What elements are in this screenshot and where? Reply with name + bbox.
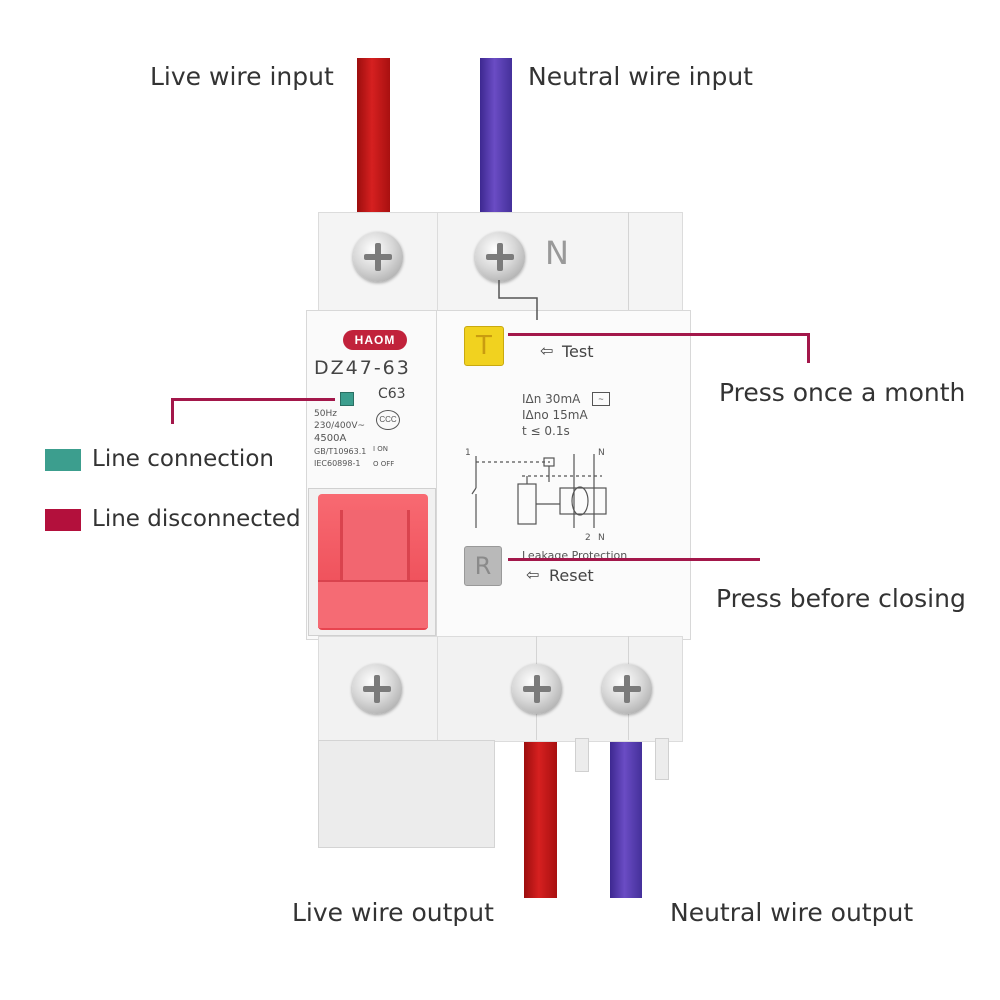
terminal-screw-bottom-mid [512, 664, 562, 714]
reset-arrow-icon: ⇦ [526, 565, 540, 584]
indicator-leader-horizontal [171, 398, 335, 401]
diagram-label-1: 1 [465, 448, 471, 458]
brand-logo: HAOM [343, 330, 407, 350]
status-indicator-window [340, 392, 354, 406]
wiring-diagram [471, 454, 607, 528]
model-number: DZ47-63 [314, 357, 411, 379]
terminal-screw-bottom-right [602, 664, 652, 714]
reset-button[interactable]: R [464, 546, 502, 586]
indicator-leader-vertical [171, 398, 174, 424]
toggle-lever-grip [318, 580, 428, 628]
line-disconnected-label: Line disconnected [92, 506, 301, 532]
test-arrow-icon: ⇦ [540, 341, 554, 360]
terminal-screw-top-left [353, 232, 403, 282]
press-once-a-month-label: Press once a month [719, 378, 966, 407]
test-button[interactable]: T [464, 326, 504, 366]
press-before-closing-label: Press before closing [716, 584, 966, 613]
terminal-screw-top-right [475, 232, 525, 282]
spec-voltage: 230/400V~ [314, 421, 366, 431]
rated-non-operating-current: IΔno 15mA [522, 408, 588, 422]
off-label: O OFF [373, 460, 395, 468]
neutral-wire-input-label: Neutral wire input [528, 62, 753, 91]
spec-standard-gb: GB/T10963.1 [314, 447, 367, 456]
diagram-label-n-top: N [598, 448, 605, 458]
live-wire-input-label: Live wire input [150, 62, 334, 91]
test-leader-vertical [807, 333, 810, 363]
live-wire-output-label: Live wire output [292, 898, 494, 927]
rail-tab [655, 738, 669, 780]
neutral-terminal-mark: N [545, 234, 569, 272]
reset-leader-horizontal [508, 558, 760, 561]
rail-tab [575, 738, 589, 772]
breaker-top-divider [628, 212, 629, 312]
trip-time: t ≤ 0.1s [522, 424, 570, 438]
neutral-wire-input [480, 58, 512, 218]
live-wire-input [357, 58, 390, 218]
neutral-jumper [498, 280, 538, 320]
neutral-wire-output-label: Neutral wire output [670, 898, 914, 927]
live-wire-output [524, 738, 557, 898]
terminal-screw-bottom-left [352, 664, 402, 714]
on-label: I ON [373, 445, 389, 453]
ac-type-icon: ~ [592, 392, 610, 406]
line-disconnected-swatch [45, 509, 81, 531]
rated-residual-current: IΔn 30mA [522, 392, 581, 406]
spec-breaking-capacity: 4500A [314, 433, 347, 444]
toggle-lever[interactable] [318, 494, 428, 630]
test-label: Test [562, 342, 594, 361]
diagram-label-2: 2 [585, 533, 591, 543]
spec-standard-iec: IEC60898-1 [314, 459, 361, 468]
neutral-wire-output [610, 738, 642, 898]
rating-label: C63 [378, 386, 406, 402]
din-rail-clip [318, 740, 495, 848]
toggle-lever-slot [340, 510, 410, 580]
test-leader-horizontal [508, 333, 810, 336]
reset-label: Reset [549, 566, 594, 585]
spec-frequency: 50Hz [314, 409, 337, 419]
line-connection-label: Line connection [92, 446, 274, 472]
diagram-label-n-bottom: N [598, 533, 605, 543]
line-connection-swatch [45, 449, 81, 471]
certification-mark-icon: CCC [376, 410, 400, 430]
